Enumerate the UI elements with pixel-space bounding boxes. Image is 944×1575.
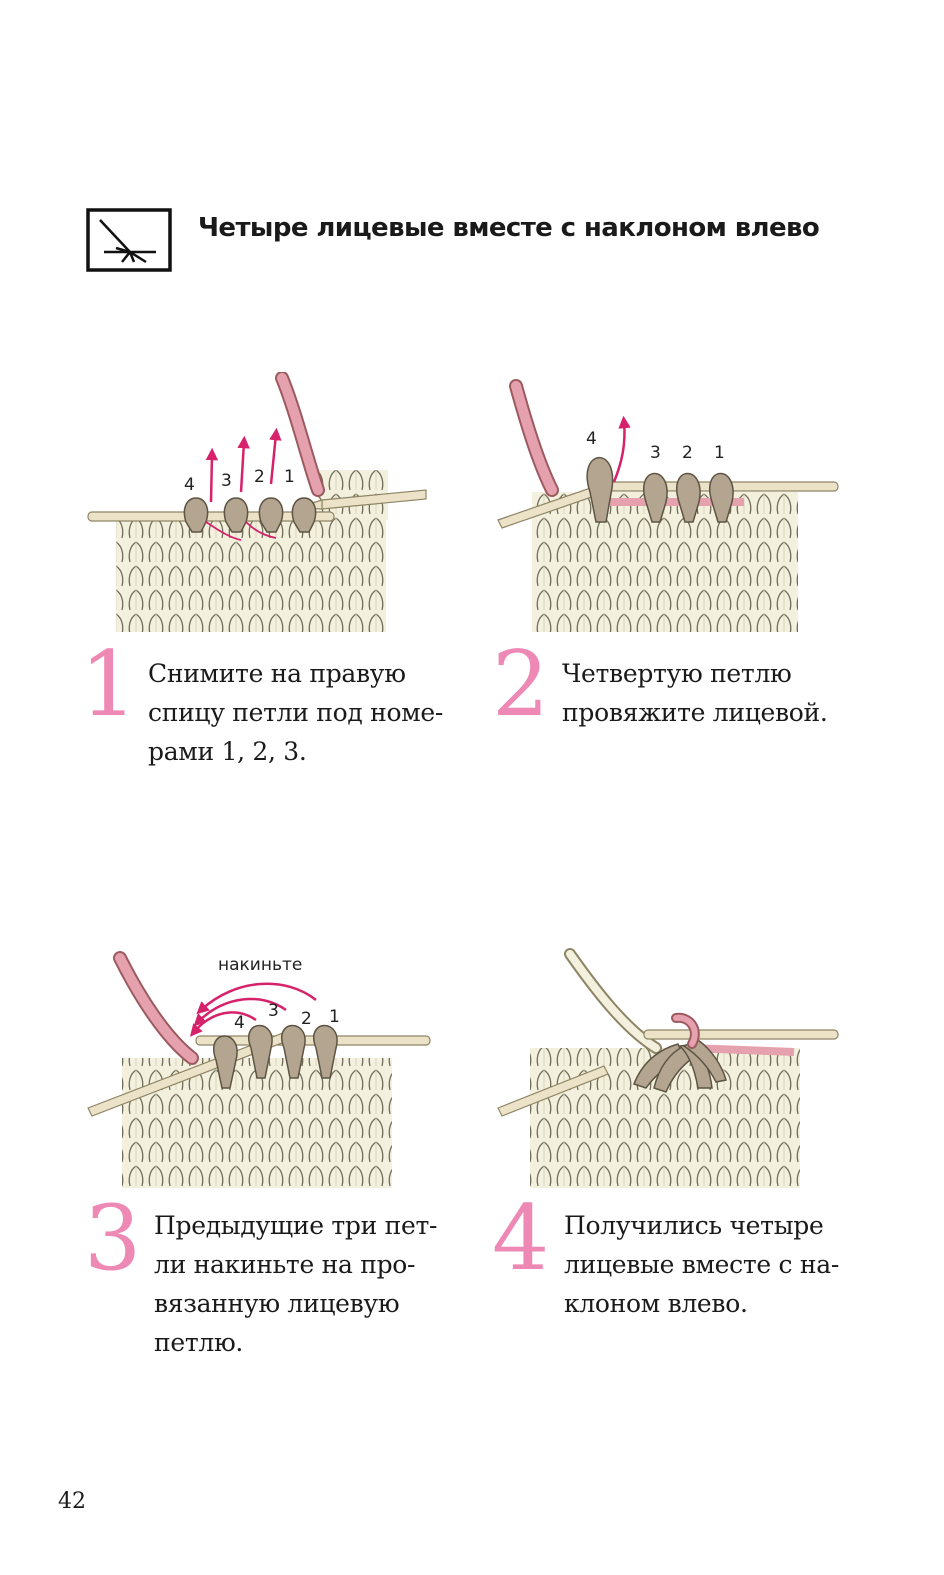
stitch-label-1: 1 — [714, 443, 725, 463]
stitch-label-4: 4 — [184, 475, 195, 495]
step-text-1: Снимите на правую спицу петли под номе- … — [148, 654, 443, 771]
step-1-illustration: 4 3 2 1 — [87, 372, 427, 632]
step-4-line-2: лицевые вместе с на- — [564, 1250, 839, 1279]
step-text-3: Предыдущие три пет- ли накиньте на про- … — [154, 1206, 437, 1362]
stitch-label-2: 2 — [254, 467, 265, 487]
stitch-label-3: 3 — [268, 1001, 279, 1021]
stitch-label-1: 1 — [329, 1007, 340, 1027]
step-number-1: 1 — [80, 632, 138, 737]
step-3-line-3: вязанную лицевую — [154, 1289, 400, 1318]
step-1-line-1: Снимите на правую — [148, 659, 406, 688]
step-4-illustration — [497, 948, 839, 1188]
step-number-2: 2 — [492, 632, 550, 737]
stitch-label-2: 2 — [682, 443, 693, 463]
four-knit-together-left-symbol-icon — [86, 208, 172, 272]
stitch-label-3: 3 — [650, 443, 661, 463]
stitch-label-3: 3 — [221, 471, 232, 491]
step-1-line-3: рами 1, 2, 3. — [148, 737, 307, 766]
step-3-line-4: петлю. — [154, 1328, 244, 1357]
step-2-line-1: Четвертую петлю — [562, 659, 792, 688]
step-number-4: 4 — [492, 1186, 550, 1291]
step-number-3: 3 — [84, 1186, 142, 1291]
step-1-line-2: спицу петли под номе- — [148, 698, 443, 727]
page-title: Четыре лицевые вместе с наклоном влево — [198, 213, 820, 243]
step-text-4: Получились четыре лицевые вместе с на- к… — [564, 1206, 839, 1323]
stitch-label-1: 1 — [284, 467, 295, 487]
step-text-2: Четвертую петлю провяжите лицевой. — [562, 654, 828, 732]
step-3-illustration: накиньте 4 3 2 1 — [87, 951, 431, 1188]
step-3-line-1: Предыдущие три пет- — [154, 1211, 438, 1240]
step-2-line-2: провяжите лицевой. — [562, 698, 828, 727]
step-4-line-3: клоном влево. — [564, 1289, 748, 1318]
step-4-line-1: Получились четыре — [564, 1211, 824, 1240]
annotation-label: накиньте — [218, 955, 302, 975]
stitch-label-4: 4 — [234, 1013, 245, 1033]
page-number: 42 — [58, 1489, 86, 1514]
section-header: Четыре лицевые вместе с наклоном влево — [86, 208, 886, 274]
stitch-label-2: 2 — [301, 1009, 312, 1029]
step-3-line-2: ли накиньте на про- — [154, 1250, 416, 1279]
step-2-illustration: 4 3 2 1 — [497, 379, 839, 632]
stitch-label-4: 4 — [586, 429, 597, 449]
